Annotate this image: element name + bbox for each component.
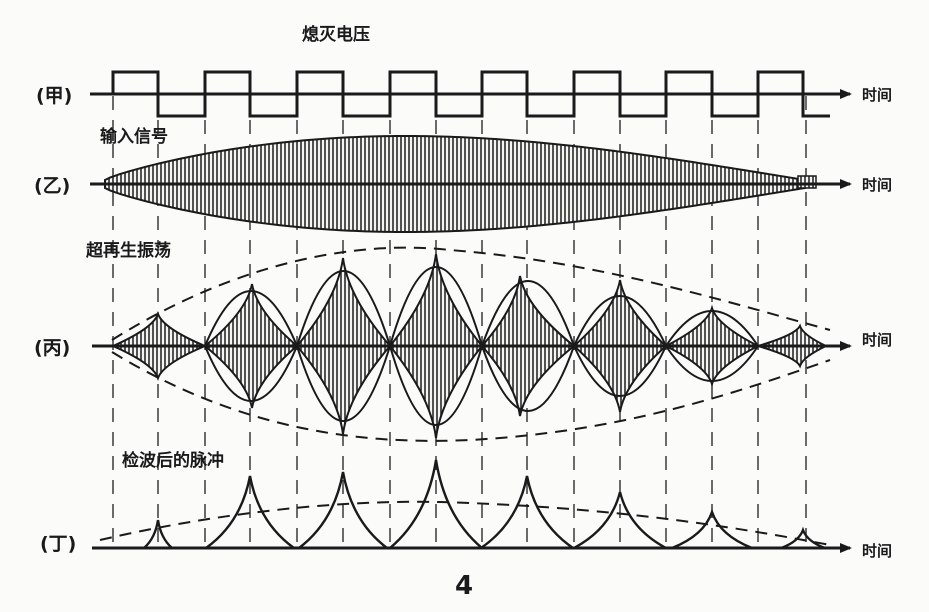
- axis-label-time-jia: 时间: [862, 86, 892, 104]
- detected-pulse-0: [143, 519, 173, 549]
- sweep-curve-top-3: [481, 280, 575, 347]
- row-label-bing: (丙): [34, 337, 70, 359]
- row-label-yi: (乙): [34, 175, 70, 197]
- quench-square-wave: [90, 70, 852, 118]
- row-label-ding: (丁): [40, 533, 76, 555]
- sweep-curve-top-2: [389, 266, 483, 347]
- label-super-regen: 超再生振荡: [86, 240, 171, 261]
- label-detected-pulse: 检波后的脉冲: [122, 450, 224, 471]
- detected-pulse-2: [298, 471, 388, 549]
- sweep-curve-top-0: [204, 290, 298, 347]
- detected-pulse-3: [389, 459, 483, 549]
- axis-label-time-ding: 时间: [862, 542, 892, 560]
- sweep-curve-top-5: [665, 310, 759, 347]
- detected-pulse-4: [480, 475, 574, 549]
- input-signal-tail: [797, 175, 817, 189]
- sweep-curve-bottom-4: [573, 345, 667, 397]
- row-label-jia: (甲): [36, 85, 72, 107]
- label-input-signal: 输入信号: [100, 126, 168, 147]
- sweep-curve-bottom-0: [204, 345, 298, 402]
- sweep-curve-bottom-1: [296, 345, 391, 422]
- square-wave-line: [90, 70, 830, 118]
- super-regen-oscillation: [92, 246, 852, 442]
- detected-pulse-7: [780, 526, 826, 550]
- axis-label-time-yi: 时间: [862, 176, 892, 194]
- input-signal-envelope: [90, 134, 852, 234]
- sweep-curve-bottom-2: [389, 345, 483, 426]
- detected-pulse-5: [573, 491, 667, 550]
- sweep-curve-top-4: [573, 295, 667, 347]
- sweep-curve-top-1: [296, 270, 391, 347]
- pulse-envelope-dashed: [99, 500, 831, 546]
- pulse-peaks: [143, 459, 826, 550]
- detected-pulses: [92, 459, 852, 553]
- detected-pulse-6: [671, 508, 753, 550]
- axis-label-time-bing: 时间: [862, 331, 892, 349]
- page-number: 4: [455, 571, 473, 601]
- title-quench-voltage: 熄灭电压: [302, 24, 370, 45]
- detected-pulse-1: [205, 475, 295, 549]
- sweep-curve-bottom-5: [665, 345, 759, 382]
- envelope-bottom-dashed: [111, 351, 831, 442]
- sweep-curve-bottom-3: [481, 345, 575, 412]
